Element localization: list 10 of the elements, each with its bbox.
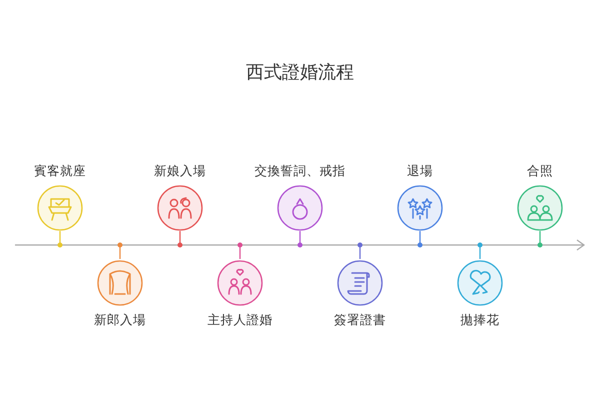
step-label: 新娘入場 [153, 163, 207, 180]
step-label: 簽署證書 [333, 312, 387, 329]
diagram-title: 西式證婚流程 [245, 61, 355, 84]
step-label: 交換誓詞、戒指 [254, 163, 346, 180]
step-label: 賓客就座 [33, 163, 87, 180]
step-label: 主持人證婚 [206, 312, 274, 329]
step-label: 退場 [406, 163, 434, 180]
step-label: 新郎入場 [93, 312, 147, 329]
step-label: 合照 [526, 163, 554, 180]
step-label: 拋捧花 [460, 312, 500, 329]
